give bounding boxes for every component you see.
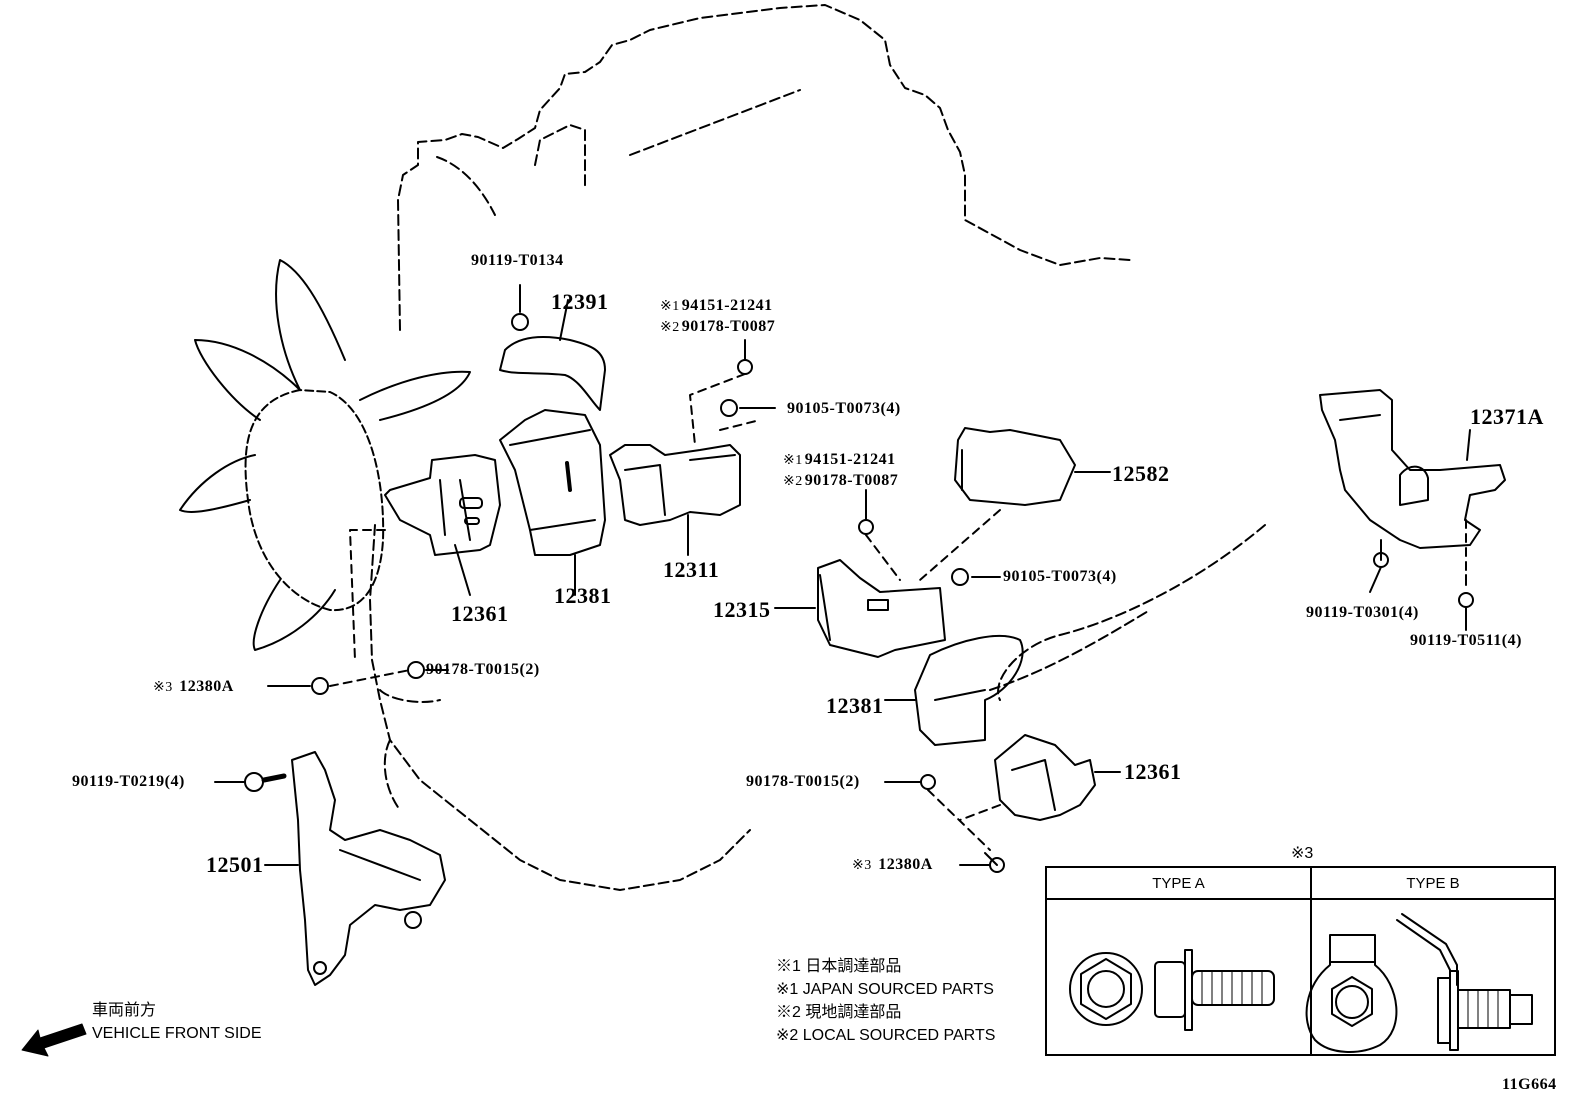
type-table-title: ※3 <box>1291 845 1314 862</box>
part-label-12311[interactable]: 12311 <box>663 557 720 582</box>
direction-label-en: VEHICLE FRONT SIDE <box>92 1025 262 1042</box>
cooling-fan <box>179 259 471 651</box>
mount-insulator-12381-left <box>499 409 606 596</box>
part-label-12380A-left[interactable]: ※3 12380A <box>153 678 234 697</box>
mount-insulator-12381-right <box>884 634 1024 746</box>
note-marker-3: ※3 <box>153 680 173 695</box>
part-number: 90178-T0087 <box>804 472 899 489</box>
note-marker-2: ※2 <box>783 474 803 489</box>
part-label-12380A-right[interactable]: ※3 12380A <box>852 856 933 875</box>
part-label-12361-left[interactable]: 12361 <box>451 601 509 626</box>
bracket-12501 <box>264 751 446 986</box>
bolt-type-a-illustration <box>1069 949 1275 1031</box>
type-a-header: TYPE A <box>1047 868 1310 900</box>
part-label-90119-T0511[interactable]: 90119-T0511(4) <box>1410 632 1522 649</box>
part-number: 94151-21241 <box>804 451 896 468</box>
arrow-left-down-icon <box>21 1023 87 1057</box>
part-label-12501[interactable]: 12501 <box>206 852 264 877</box>
part-label-90105-T0073-top[interactable]: 90105-T0073(4) <box>787 400 901 417</box>
bracket-12311 <box>609 444 741 556</box>
assembly-guide-lines <box>329 373 1467 851</box>
part-label-90119-T0134[interactable]: 90119-T0134 <box>471 252 564 269</box>
part-number: 12380A <box>179 678 234 695</box>
part-label-12361-right[interactable]: 12361 <box>1124 759 1182 784</box>
engine-outline <box>369 4 1266 891</box>
part-label-12381-left[interactable]: 12381 <box>554 583 612 608</box>
direction-label-jp: 車両前方 <box>92 1002 157 1019</box>
mount-12361-right <box>994 734 1121 821</box>
mount-12361-left <box>384 454 501 596</box>
part-label-90119-T0301[interactable]: 90119-T0301(4) <box>1306 604 1419 621</box>
part-number: 90178-T0087 <box>681 318 776 335</box>
part-label-12371A[interactable]: 12371A <box>1470 404 1544 429</box>
heat-insulator-12582 <box>954 427 1111 506</box>
figure-id: 11G664 <box>1502 1076 1557 1093</box>
cover-12391 <box>499 299 606 411</box>
table-divider <box>1310 868 1312 1054</box>
part-label-12582[interactable]: 12582 <box>1112 461 1170 486</box>
part-label-12315[interactable]: 12315 <box>713 597 771 622</box>
part-label-12391[interactable]: 12391 <box>551 289 609 314</box>
part-label-90105-T0073-mid[interactable]: 90105-T0073(4) <box>1003 568 1117 585</box>
part-label-90119-T0219[interactable]: 90119-T0219(4) <box>72 773 185 790</box>
part-number: 12380A <box>878 856 933 873</box>
legend-note-japan-en: ※1 JAPAN SOURCED PARTS <box>776 981 994 998</box>
part-label-90178-T0015-left[interactable]: 90178-T0015(2) <box>426 661 540 678</box>
bolt-type-b-illustration <box>1305 913 1533 1053</box>
part-label-90178-T0015-right[interactable]: 90178-T0015(2) <box>746 773 860 790</box>
note-marker-2: ※2 <box>660 320 680 335</box>
legend-note-local-jp: ※2 現地調達部品 <box>776 1004 902 1021</box>
type-b-header: TYPE B <box>1310 868 1554 900</box>
bolt-type-table: TYPE A TYPE B <box>1045 866 1556 1056</box>
note-marker-1: ※1 <box>783 453 803 468</box>
legend-note-japan-jp: ※1 日本調達部品 <box>776 958 902 975</box>
fasteners <box>214 284 1474 873</box>
note-marker-1: ※1 <box>660 299 680 314</box>
legend-note-local-en: ※2 LOCAL SOURCED PARTS <box>776 1027 996 1044</box>
note-marker-3: ※3 <box>852 858 872 873</box>
part-number: 94151-21241 <box>681 297 773 314</box>
part-label-12381-right[interactable]: 12381 <box>826 693 884 718</box>
bracket-12315 <box>774 559 946 658</box>
